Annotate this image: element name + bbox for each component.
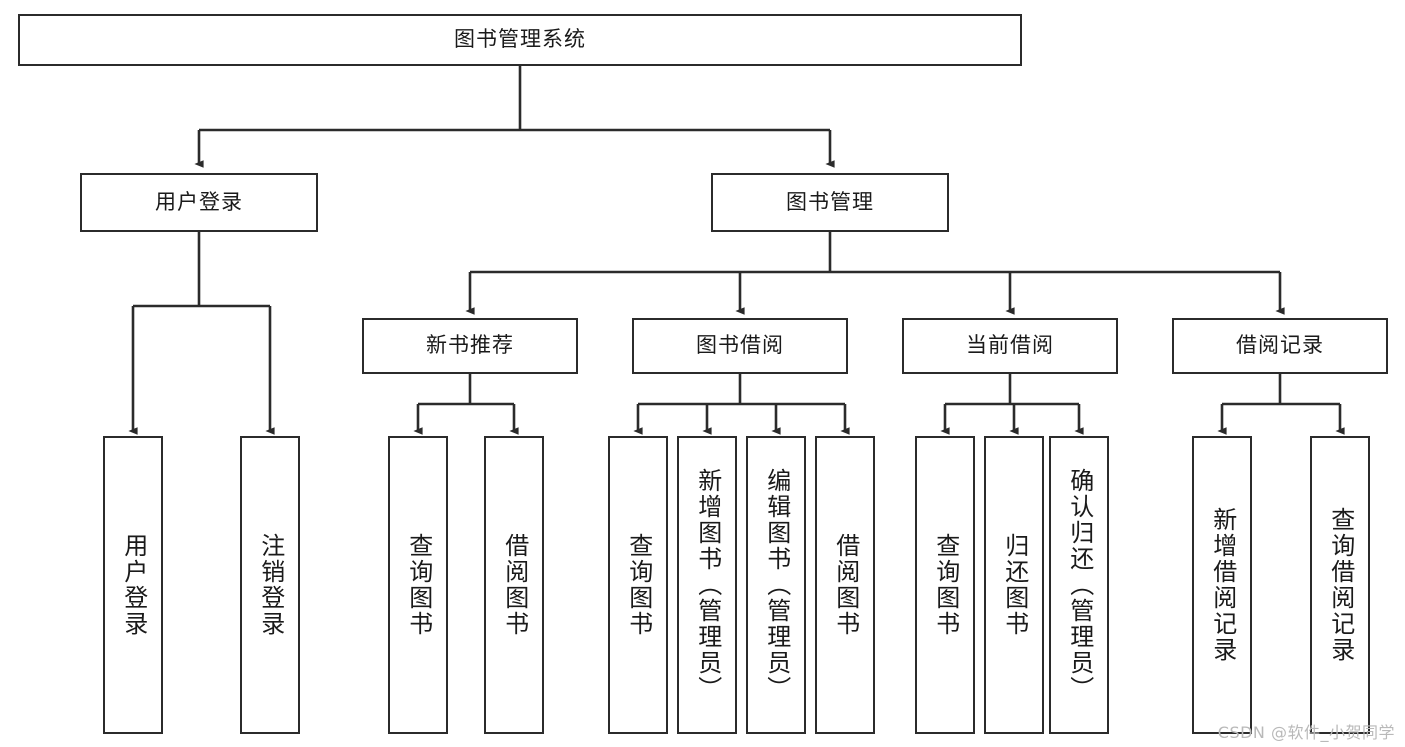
node-label: 注销登录 — [256, 533, 285, 637]
node-label: 编辑图书（管理员） — [762, 468, 791, 702]
leaf-user-login-logout[interactable]: 注销登录 — [240, 436, 300, 734]
node-label: 借阅图书 — [500, 533, 529, 637]
leaf-recommend-query-book[interactable]: 查询图书 — [388, 436, 448, 734]
leaf-borrow-query-book[interactable]: 查询图书 — [608, 436, 668, 734]
leaf-record-query-record[interactable]: 查询借阅记录 — [1310, 436, 1370, 734]
node-book-management[interactable]: 图书管理 — [711, 173, 949, 232]
leaf-borrow-add-book-admin[interactable]: 新增图书（管理员） — [677, 436, 737, 734]
node-label: 查询图书 — [624, 533, 653, 637]
watermark-csdn: CSDN @软件_小贺同学 — [1217, 723, 1395, 742]
node-label: 新增图书（管理员） — [693, 468, 722, 702]
leaf-recommend-borrow-book[interactable]: 借阅图书 — [484, 436, 544, 734]
node-label: 用户登录 — [155, 189, 243, 214]
node-user-login[interactable]: 用户登录 — [80, 173, 318, 232]
leaf-record-add-record[interactable]: 新增借阅记录 — [1192, 436, 1252, 734]
leaf-current-return-book[interactable]: 归还图书 — [984, 436, 1044, 734]
node-new-book-recommend[interactable]: 新书推荐 — [362, 318, 578, 374]
node-label: 当前借阅 — [966, 333, 1054, 358]
node-label: 图书管理 — [786, 189, 874, 214]
leaf-user-login-login[interactable]: 用户登录 — [103, 436, 163, 734]
node-label: 查询借阅记录 — [1326, 507, 1355, 663]
node-label: 查询图书 — [931, 533, 960, 637]
node-borrow-record[interactable]: 借阅记录 — [1172, 318, 1388, 374]
leaf-current-confirm-return-admin[interactable]: 确认归还（管理员） — [1049, 436, 1109, 734]
node-label: 确认归还（管理员） — [1065, 468, 1094, 702]
node-root-book-management-system[interactable]: 图书管理系统 — [18, 14, 1022, 66]
node-label: 新增借阅记录 — [1208, 507, 1237, 663]
node-label: 查询图书 — [404, 533, 433, 637]
node-label: 借阅记录 — [1236, 333, 1324, 358]
node-label: 新书推荐 — [426, 333, 514, 358]
node-label: 用户登录 — [119, 533, 148, 637]
leaf-current-query-book[interactable]: 查询图书 — [915, 436, 975, 734]
node-current-borrow[interactable]: 当前借阅 — [902, 318, 1118, 374]
leaf-borrow-edit-book-admin[interactable]: 编辑图书（管理员） — [746, 436, 806, 734]
node-book-borrow[interactable]: 图书借阅 — [632, 318, 848, 374]
leaf-borrow-borrow-book[interactable]: 借阅图书 — [815, 436, 875, 734]
node-label: 图书管理系统 — [454, 27, 586, 52]
node-label: 图书借阅 — [696, 333, 784, 358]
node-label: 借阅图书 — [831, 533, 860, 637]
node-label: 归还图书 — [1000, 533, 1029, 637]
